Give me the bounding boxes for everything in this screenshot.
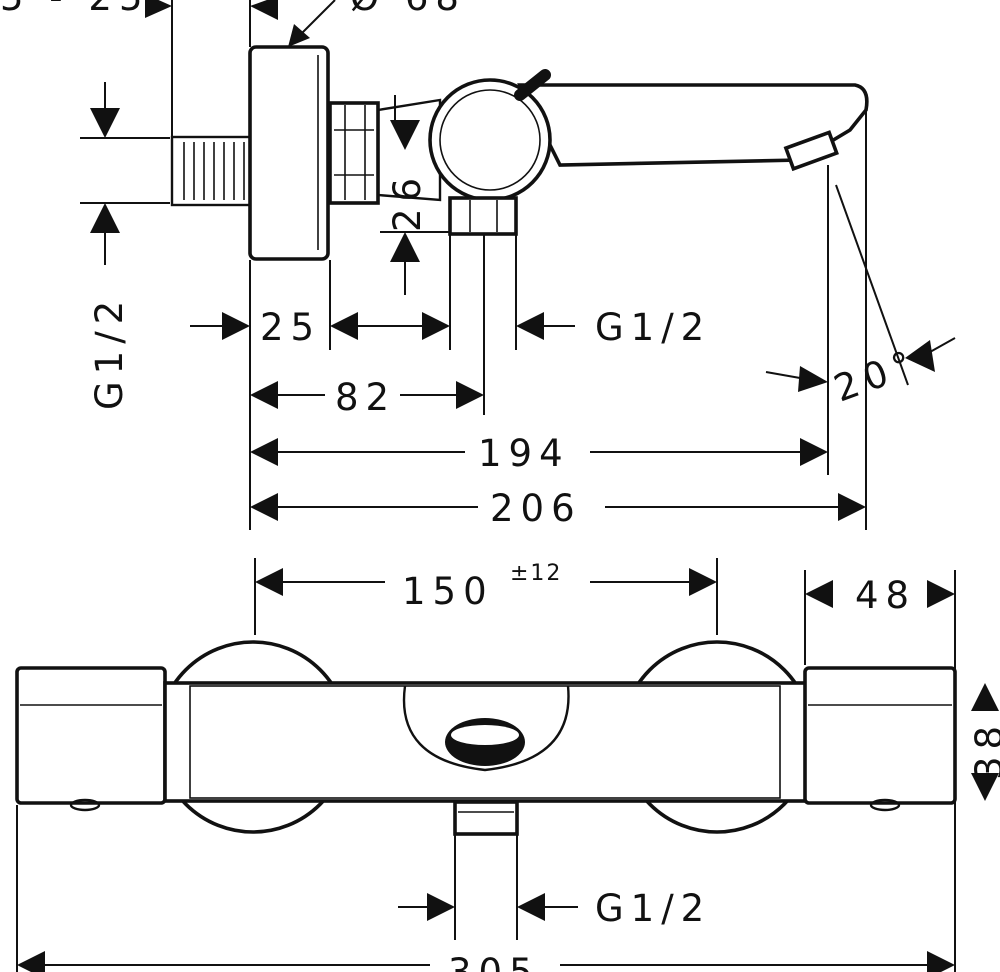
label-150: 150	[402, 570, 494, 613]
label-outlet-g12: G1/2	[595, 306, 711, 349]
dial	[402, 685, 570, 772]
label-206: 206	[490, 487, 582, 530]
label-48: 48	[855, 574, 916, 617]
front-view	[15, 640, 957, 836]
label-194: 194	[478, 432, 570, 475]
bottom-outlet-front	[453, 800, 519, 836]
label-bottom-g12: G1/2	[595, 887, 711, 930]
side-dimension-lines: 5 - 25 Ø 68 G1/2 26 25 G1	[0, 0, 956, 530]
label-angle-20: 20°	[828, 340, 924, 410]
aerator	[783, 130, 839, 172]
bottom-outlet-side	[448, 196, 518, 236]
mixer-body	[428, 78, 552, 202]
label-38: 38	[968, 719, 1000, 780]
label-diameter: Ø 68	[350, 0, 466, 19]
front-dimension-lines: 150 ±12 48 38 G1/2 305	[16, 558, 1000, 972]
nipple-threads	[183, 142, 245, 200]
right-handle	[803, 666, 957, 805]
label-5-25: 5 - 25	[0, 0, 150, 19]
side-view	[170, 45, 869, 261]
label-26: 26	[386, 171, 429, 232]
label-pitch-left: G1/2	[88, 294, 131, 410]
label-82: 82	[335, 376, 396, 419]
union-nut	[328, 101, 380, 205]
label-tolerance: ±12	[510, 561, 562, 586]
left-handle	[15, 666, 167, 805]
wall-rosette	[248, 45, 330, 261]
label-25: 25	[260, 306, 321, 349]
label-305: 305	[448, 951, 540, 972]
